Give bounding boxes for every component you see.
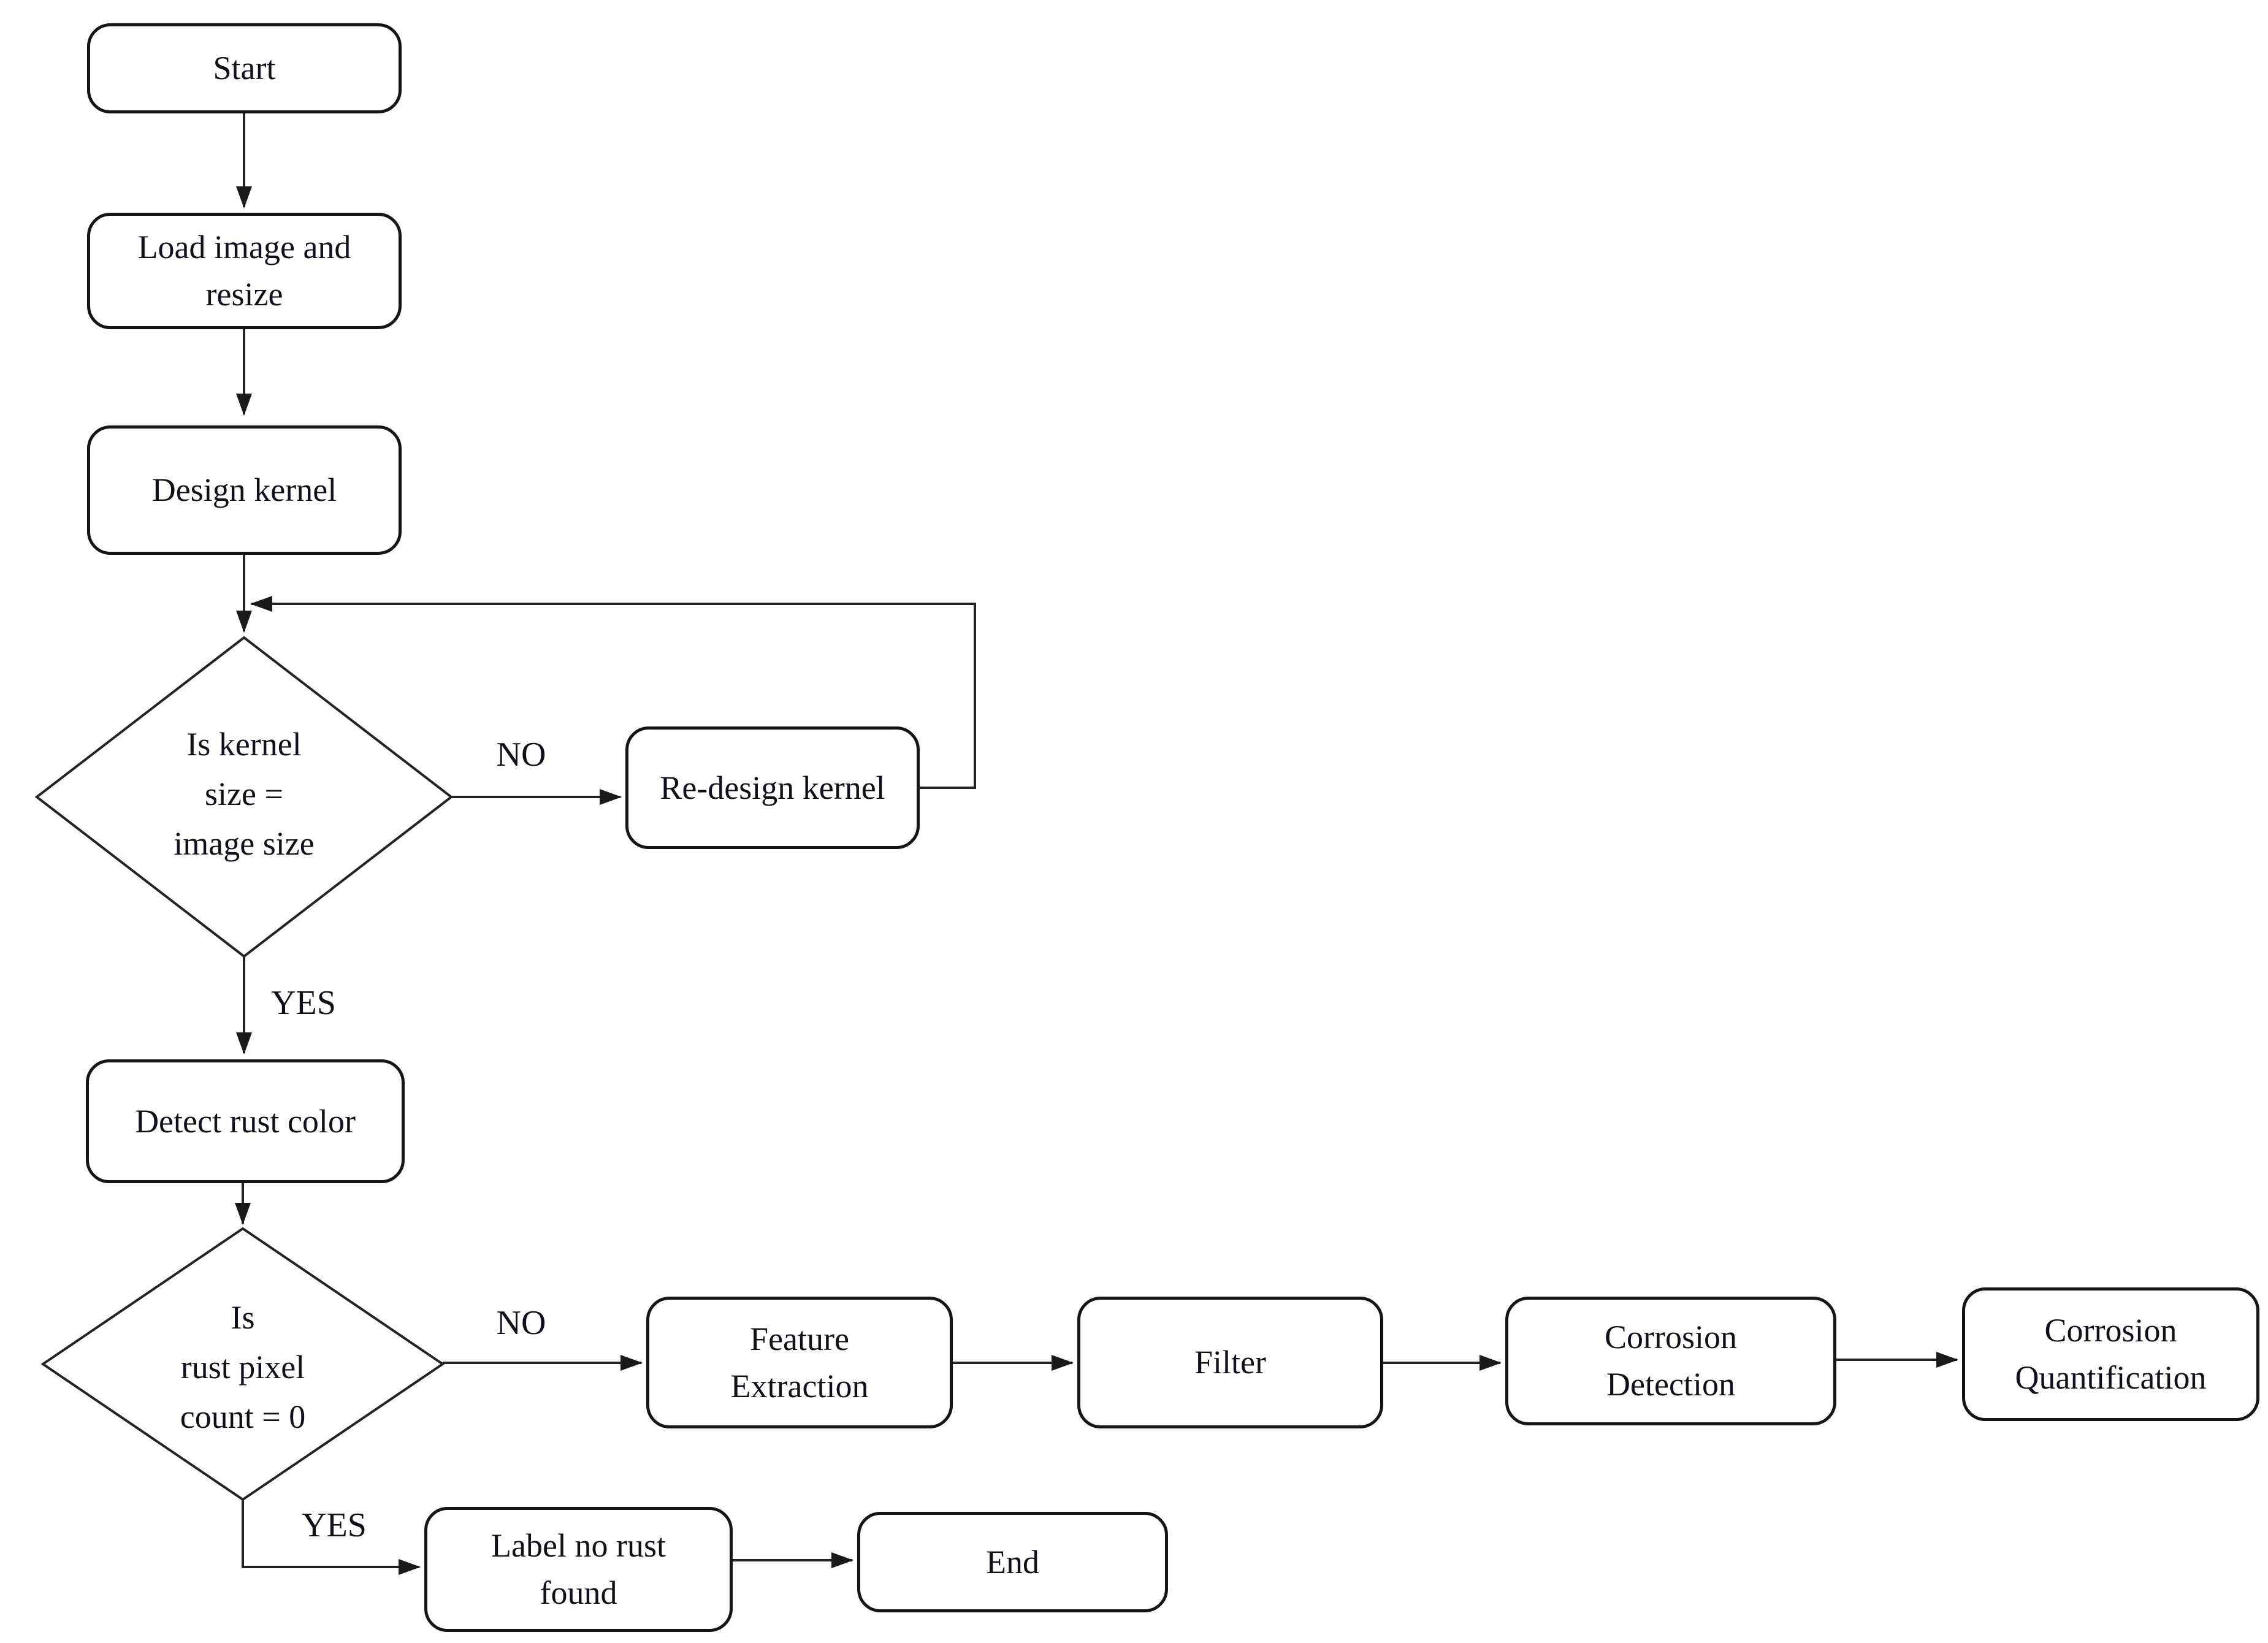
node-redesign-kernel-label: Re-design kernel [660, 769, 885, 806]
edge-label-rust-no: NO [496, 1304, 546, 1342]
arrow-rust-yes-elbow [242, 1500, 421, 1575]
node-filter-label: Filter [1194, 1344, 1266, 1381]
edge-label-rust-yes: YES [302, 1506, 367, 1544]
node-end: End [857, 1512, 1168, 1612]
node-corrosion-detection: Corrosion Detection [1505, 1297, 1836, 1425]
arrow-redesign-feedback-loop [250, 596, 976, 789]
node-corrosion-quantification: Corrosion Quantification [1962, 1287, 2259, 1421]
edge-label-kernel-yes: YES [271, 984, 336, 1022]
node-feature-extraction-label: Feature Extraction [730, 1320, 869, 1405]
node-design-kernel: Design kernel [87, 425, 402, 555]
node-load-image-label: Load image and resize [137, 229, 351, 313]
node-detect-rust-color: Detect rust color [86, 1059, 405, 1183]
rust-decision-text: Is rust pixel count = 0 [180, 1299, 306, 1435]
node-detect-rust-color-label: Detect rust color [135, 1102, 356, 1140]
node-end-label: End [986, 1543, 1039, 1580]
node-feature-extraction: Feature Extraction [646, 1297, 953, 1428]
node-label-no-rust: Label no rust found [424, 1507, 733, 1632]
kernel-decision-text: Is kernel size = image size [174, 726, 315, 862]
node-start-label: Start [213, 50, 276, 87]
node-load-image: Load image and resize [87, 213, 402, 329]
node-corrosion-detection-label: Corrosion Detection [1605, 1319, 1737, 1403]
node-label-no-rust-label: Label no rust found [491, 1527, 666, 1611]
node-redesign-kernel: Re-design kernel [625, 726, 920, 849]
node-filter: Filter [1077, 1297, 1383, 1428]
node-corrosion-quantification-label: Corrosion Quantification [2015, 1312, 2207, 1396]
edge-label-kernel-no: NO [496, 736, 546, 774]
node-design-kernel-label: Design kernel [151, 471, 337, 509]
node-start: Start [87, 23, 402, 113]
